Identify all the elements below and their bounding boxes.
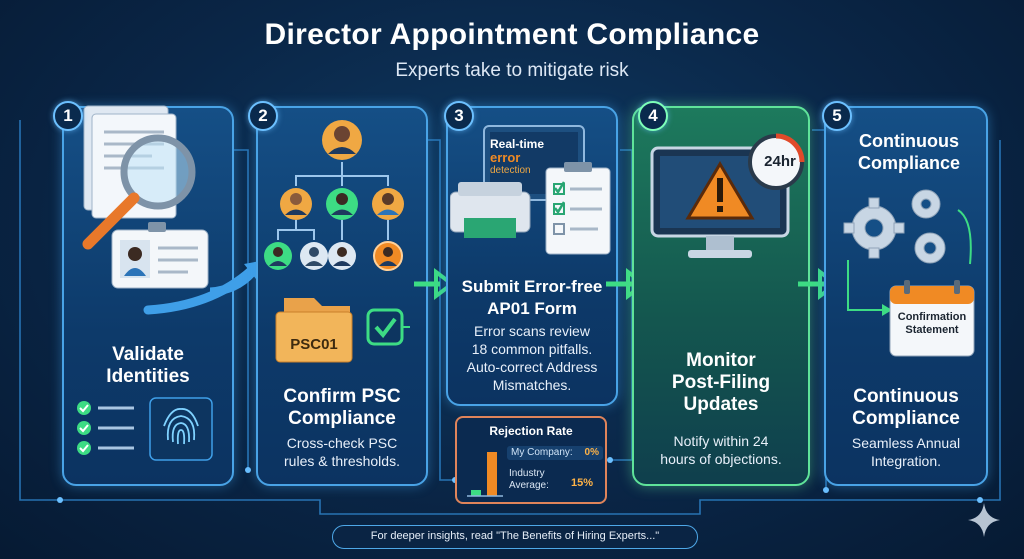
calendar-label: Confirmation Statement [890,311,974,337]
calendar-line1: Confirmation [897,311,967,323]
bar-industry-average [487,452,497,496]
step-2-title: Confirm PSC Compliance [256,386,428,430]
step-5-title-line1: Continuous [853,386,959,407]
gear-icon [843,197,905,259]
step-5-description: Seamless Annual Integration. [824,434,988,470]
step-4-title-line2: Post-Filing [671,372,771,393]
industry-line2: Average: [509,480,549,491]
arrow-step-2-3 [414,268,454,300]
psc01-folder-illustration [275,298,410,363]
step-badge-1: 1 [53,101,83,131]
checkmark-icon [374,317,397,339]
step-badge-3: 3 [444,101,474,131]
rejection-rate-title: Rejection Rate [489,424,573,438]
step-4-title-line1: Monitor [686,350,756,371]
monitor-warning-illustration [650,133,805,258]
psc01-doc-label: PSC01 [290,336,338,353]
id-validation-illustration [82,105,252,315]
gears-calendar-illustration [843,189,975,357]
step-2-description: Cross-check PSC rules & thresholds. [256,434,428,470]
my-company-label: My Company: [511,447,573,458]
rejection-rate-chart [467,452,503,497]
person-icon [322,120,362,160]
step-2-title-line2: Compliance [288,408,396,429]
step-4-title: Monitor Post-Filing Updates [632,350,810,416]
page-subtitle: Experts take to mitigate risk [395,60,629,81]
step-3-desc-line3: Auto-correct Address [466,359,598,375]
error-detection-illustration [450,125,611,255]
checklist-fingerprint-illustration [77,397,213,461]
error-screen-text: Real-time error detection [490,138,564,177]
step-3-desc-line1: Error scans review [474,323,590,339]
step-3-desc-line4: Mismatches. [492,377,572,393]
industry-average-value: 15% [570,477,593,489]
step-1-title-line2: Identities [106,366,190,387]
step-5-top-line1: Continuous [859,131,959,151]
calendar-line2: Statement [905,324,959,336]
step-5-title: Continuous Compliance [824,386,988,430]
page-title: Director Appointment Compliance [264,18,760,51]
clock-label: 24hr [764,153,796,170]
step-3-description: Error scans review 18 common pitfalls. A… [446,322,618,394]
step-3-title-line2: AP01 Form [487,299,577,318]
check-icon [77,401,91,415]
step-3-title: Submit Error-free AP01 Form [446,276,618,320]
screen-line2: error [490,150,521,165]
screen-line1: Real-time [490,137,545,151]
psc-org-chart-illustration [264,120,404,271]
step-5-desc-line1: Seamless Annual [851,435,961,451]
rejection-rate-panel: Rejection Rate My Company: 0% Industry A… [455,416,607,504]
screen-line3: detection [490,165,531,176]
step-badge-2: 2 [248,101,278,131]
my-company-value: 0% [584,447,599,458]
step-1-title: Validate Identities [62,344,234,388]
step-2-desc-line1: Cross-check PSC [286,435,398,451]
step-badge-4: 4 [638,101,668,131]
bar-my-company [471,490,481,496]
step-5-top-title: Continuous Compliance [834,130,984,174]
step-2-title-line1: Confirm PSC [283,386,401,407]
step-4-desc-line2: hours of objections. [660,451,782,467]
industry-average-label: Industry Average: [509,468,549,492]
my-company-row: My Company: 0% [507,446,603,460]
step-5-title-line2: Compliance [852,408,960,429]
sparkle-icon [968,503,1000,537]
step-3-title-line1: Submit Error-free [461,277,603,296]
industry-line1: Industry [509,468,545,479]
step-1-title-line1: Validate [112,344,184,365]
fingerprint-icon [163,408,199,445]
step-2-desc-line2: rules & thresholds. [284,453,400,469]
footer-insights-link[interactable]: For deeper insights, read "The Benefits … [332,525,698,549]
step-5-top-line2: Compliance [857,153,961,173]
step-3-desc-line2: 18 common pitfalls. [471,341,593,357]
step-4-description: Notify within 24 hours of objections. [632,432,810,468]
step-5-desc-line2: Integration. [870,453,942,469]
step-badge-5: 5 [822,101,852,131]
step-4-desc-line1: Notify within 24 [673,433,769,449]
step-4-title-line3: Updates [683,394,759,415]
